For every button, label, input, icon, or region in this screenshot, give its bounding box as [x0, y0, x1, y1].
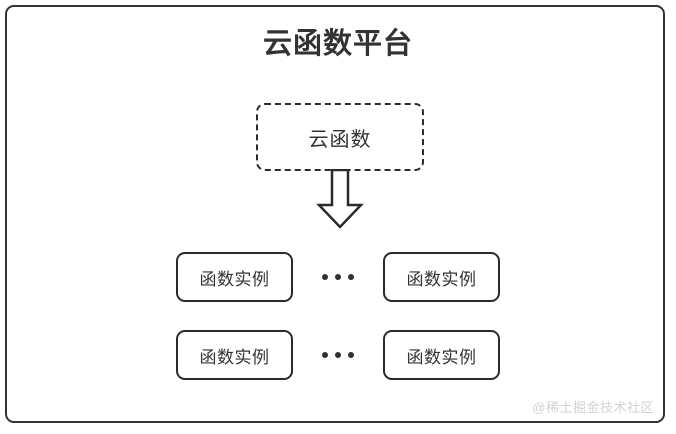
function-instance-box: 函数实例: [176, 252, 293, 302]
ellipsis-dot: [335, 352, 341, 358]
ellipsis-dot: [322, 352, 328, 358]
ellipsis-dot: [348, 352, 354, 358]
ellipsis-dot: [335, 274, 341, 280]
ellipsis-dot: [322, 274, 328, 280]
function-instance-box: 函数实例: [176, 330, 293, 380]
ellipsis-dot: [348, 274, 354, 280]
function-instance-box: 函数实例: [383, 252, 500, 302]
cloud-function-node-label: 云函数: [308, 128, 372, 151]
down-arrow-icon: [314, 168, 366, 229]
cloud-function-node: 云函数: [256, 103, 424, 171]
watermark: @稀土掘金技术社区: [532, 400, 654, 415]
function-instance-label: 函数实例: [406, 269, 477, 289]
instance-row-2: 函数实例 函数实例: [0, 330, 676, 380]
down-arrow-glyph: [316, 168, 364, 229]
ellipsis-icon-row-2: [293, 330, 383, 380]
function-instance-label: 函数实例: [199, 347, 270, 367]
page-title: 云函数平台: [262, 28, 413, 60]
ellipsis-icon-row-1: [293, 252, 383, 302]
function-instance-box: 函数实例: [383, 330, 500, 380]
function-instance-label: 函数实例: [406, 347, 477, 367]
instance-row-1: 函数实例 函数实例: [0, 252, 676, 302]
function-instance-label: 函数实例: [199, 269, 270, 289]
